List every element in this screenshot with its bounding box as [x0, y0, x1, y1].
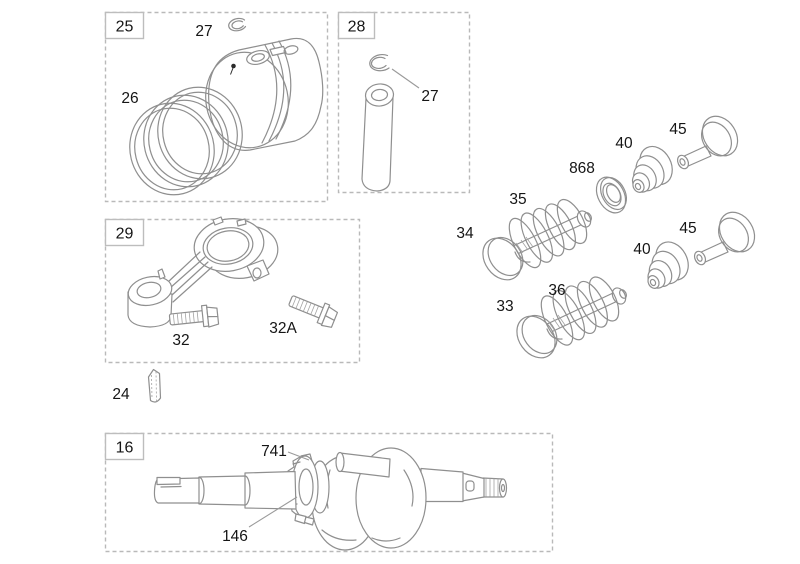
piston-pin: [361, 83, 395, 192]
valve-lifter-upper: [676, 115, 739, 170]
callout-lifter-lower: 45: [679, 220, 696, 237]
callout-gear-bottom: 146: [222, 528, 248, 545]
callout-valve-lower: 33: [496, 298, 513, 315]
callout-retainer-lower: 40: [633, 241, 651, 258]
group-box-28: 28: [337, 11, 471, 194]
valve-stem-seal: [595, 176, 628, 214]
piston: [205, 37, 324, 151]
group-box-25-label: 25: [116, 19, 134, 36]
piston-rings: [129, 86, 243, 196]
callout-rod-bolt-alt: 32A: [269, 320, 297, 337]
valve-spring-upper: [508, 198, 588, 269]
callout-spring-lower: 36: [548, 282, 565, 299]
pin-circlip-leader-line: [391, 68, 420, 89]
gear-top-leader-line: [287, 451, 310, 461]
piston-circlip: [228, 17, 247, 32]
callout-seal: 868: [569, 160, 595, 177]
connecting-rod: [127, 216, 279, 328]
callout-key: 24: [112, 386, 130, 403]
spring-retainer-upper: [631, 145, 673, 193]
callout-lifter-upper: 45: [669, 121, 686, 138]
group-box-16: 16: [104, 432, 554, 553]
spring-retainer-lower: [647, 241, 689, 289]
pin-hole-marker: [231, 63, 236, 69]
crankshaft: [153, 447, 508, 551]
rod-bolt-32a: [288, 295, 339, 328]
callout-valve-upper: 34: [456, 225, 474, 242]
pin-circlip: [369, 53, 390, 72]
callout-piston-rings: 26: [121, 90, 138, 107]
valve-lower: [516, 287, 627, 359]
crank-key: [147, 368, 162, 403]
group-box-16-label: 16: [116, 440, 134, 457]
callout-rod-bolt: 32: [172, 332, 189, 349]
callout-pin-circlip: 27: [421, 88, 438, 105]
group-box-25: 25: [104, 11, 329, 203]
gear-bottom-leader-line: [248, 496, 298, 528]
group-box-29-label: 29: [116, 226, 134, 243]
valve-lifter-lower: [693, 211, 756, 266]
callout-retainer-upper: 40: [615, 135, 633, 152]
keyway-slot: [156, 476, 181, 486]
callout-piston-circlip: 27: [195, 23, 212, 40]
callout-spring-upper: 35: [509, 191, 526, 208]
group-box-28-label: 28: [348, 19, 366, 36]
valve-spring-lower: [540, 276, 620, 346]
callout-gear-top: 741: [261, 443, 287, 460]
rod-bolt-32: [168, 304, 220, 328]
valve-upper: [482, 210, 592, 281]
